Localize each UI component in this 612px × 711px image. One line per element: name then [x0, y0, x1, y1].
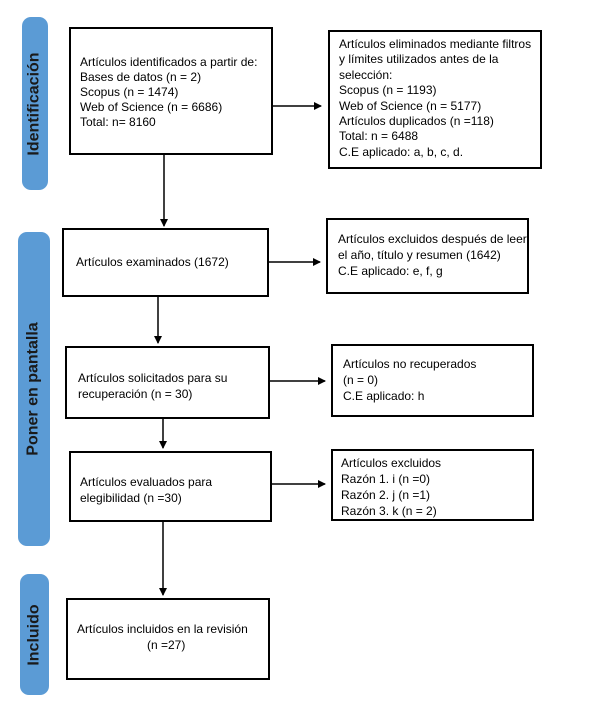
box-assessed: Artículos evaluados para elegibilidad (n…: [69, 451, 272, 522]
box-excluded-screening: Artículos excluidos después de leer el a…: [326, 218, 529, 294]
phase-screening: Poner en pantalla: [18, 232, 50, 546]
box-removed: Artículos eliminados mediante filtros y …: [328, 30, 542, 169]
box-excluded-reasons: Artículos excluidos Razón 1. i (n =0) Ra…: [331, 449, 534, 521]
box-identified: Artículos identificados a partir de: Bas…: [69, 27, 273, 155]
phase-identification: Identificación: [22, 17, 48, 190]
box-screened: Artículos examinados (1672): [62, 228, 269, 297]
box-not-retrieved: Artículos no recuperados (n = 0) C.E apl…: [331, 344, 534, 417]
box-included: Artículos incluidos en la revisión (n =2…: [66, 598, 270, 680]
box-sought: Artículos solicitados para su recuperaci…: [65, 346, 270, 419]
phase-included: Incluido: [20, 574, 49, 695]
